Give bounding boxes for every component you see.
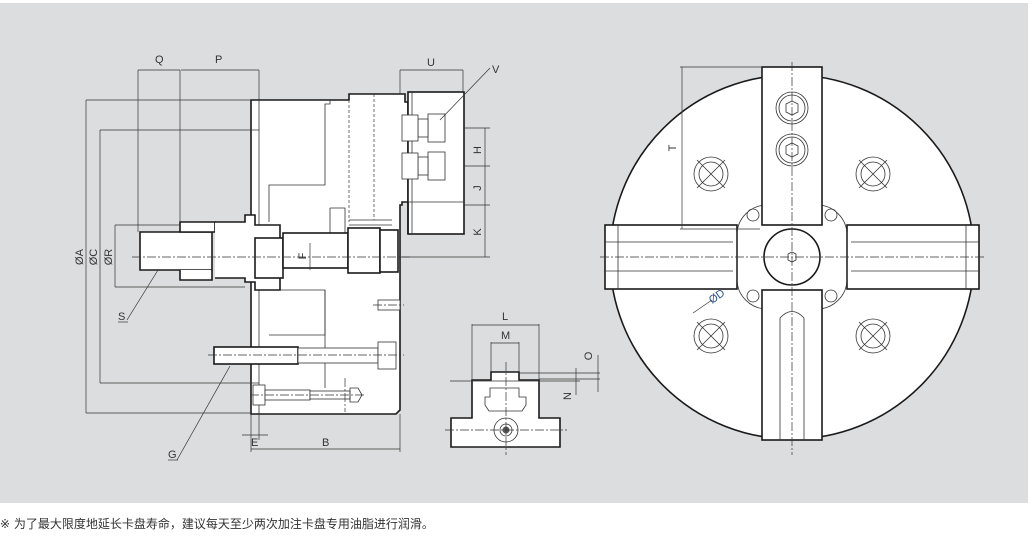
label-f: F: [297, 252, 309, 259]
label-u: U: [427, 57, 435, 69]
label-q: Q: [155, 54, 164, 66]
label-h: H: [472, 146, 484, 154]
label-s: S: [118, 311, 125, 323]
label-v: V: [492, 64, 500, 76]
footer-note: ※ 为了最大限度地延长卡盘寿命，建议每天至少两次加注卡盘专用油脂进行润滑。: [0, 517, 434, 531]
label-p: P: [215, 54, 222, 66]
label-phi-r: ØR: [103, 249, 115, 266]
jaw-detail: L M O N: [445, 311, 600, 455]
drawbar: [139, 231, 213, 271]
mount-holes: [693, 156, 891, 354]
label-phi-a: ØA: [74, 248, 86, 265]
label-g: G: [168, 449, 177, 461]
label-k: K: [472, 228, 484, 236]
label-n: N: [562, 392, 574, 400]
label-l: L: [502, 311, 508, 323]
label-t: T: [667, 144, 679, 151]
label-phi-c: ØC: [88, 249, 100, 266]
front-view: T ØD: [600, 62, 985, 455]
side-view: Q P U V H J K F ØA ØC ØR: [74, 54, 500, 461]
label-j: J: [472, 185, 484, 191]
drawing-panel: Q P U V H J K F ØA ØC ØR: [0, 3, 1028, 503]
technical-drawing: Q P U V H J K F ØA ØC ØR: [74, 54, 985, 461]
label-b: B: [322, 437, 329, 449]
label-m: M: [501, 330, 510, 342]
label-e: E: [251, 437, 258, 449]
label-o: O: [583, 351, 595, 360]
